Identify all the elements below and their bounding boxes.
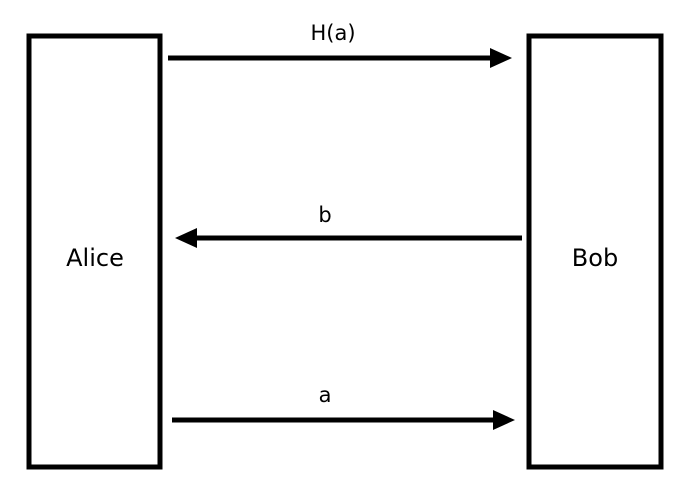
message-3-label: a xyxy=(319,383,332,407)
message-1-label: H(a) xyxy=(310,21,355,45)
actor-alice-label: Alice xyxy=(66,244,124,272)
message-1-h-a[interactable]: H(a) xyxy=(168,21,512,68)
message-2-label: b xyxy=(318,203,331,227)
actor-alice-box[interactable] xyxy=(26,33,163,470)
message-3-arrowhead-right xyxy=(493,410,515,430)
actor-alice[interactable]: Alice xyxy=(26,33,163,470)
message-2-b[interactable]: b xyxy=(175,203,522,248)
actor-bob-box[interactable] xyxy=(526,33,664,470)
actor-bob[interactable]: Bob xyxy=(526,33,664,470)
message-3-a[interactable]: a xyxy=(172,383,515,430)
actor-bob-label: Bob xyxy=(572,244,618,272)
message-1-arrowhead-right xyxy=(490,48,512,68)
message-2-arrowhead-left xyxy=(175,228,197,248)
